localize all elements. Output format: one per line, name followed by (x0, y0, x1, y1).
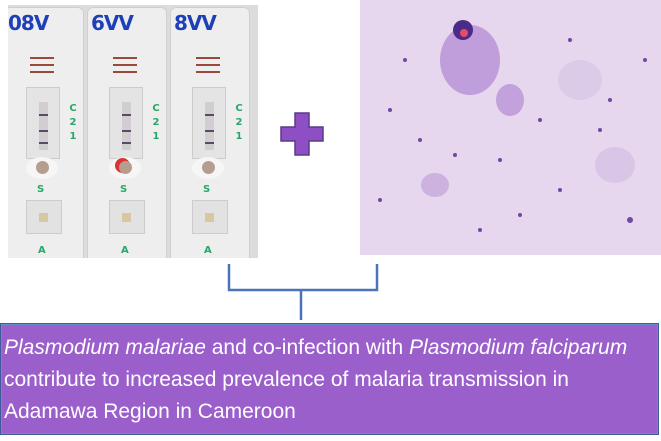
sample-well (109, 157, 141, 179)
result-window (26, 87, 60, 159)
sample-label: S (37, 184, 45, 195)
cassette-label: 08V (8, 11, 49, 35)
species-falciparum: Plasmodium falciparum (409, 336, 628, 359)
sample-well (26, 157, 58, 179)
buffer-well (192, 200, 228, 234)
cassette-vents (196, 57, 220, 78)
conclusion-text-1: and co-infection with (205, 336, 410, 359)
sample-well (192, 157, 224, 179)
cassette-label: 6VV (91, 11, 134, 35)
buffer-well (26, 200, 62, 234)
blood-smear-micrograph (360, 0, 661, 255)
buffer-label: A (38, 245, 46, 256)
plus-icon (280, 112, 324, 156)
buffer-well (109, 200, 145, 234)
conclusion-box: Plasmodium malariae and co-infection wit… (0, 323, 659, 435)
brace-connector (227, 264, 379, 320)
cassette-vents (113, 57, 137, 78)
species-malariae: Plasmodium malariae (4, 336, 206, 359)
sample-label: S (203, 184, 211, 195)
sample-label: S (120, 184, 128, 195)
cassette-vents (30, 57, 54, 78)
result-window (192, 87, 226, 159)
result-window (109, 87, 143, 159)
buffer-label: A (121, 245, 129, 256)
cassette-label: 8VV (174, 11, 217, 35)
buffer-label: A (204, 245, 212, 256)
conclusion-text-2: contribute to increased prevalence of ma… (4, 368, 569, 423)
